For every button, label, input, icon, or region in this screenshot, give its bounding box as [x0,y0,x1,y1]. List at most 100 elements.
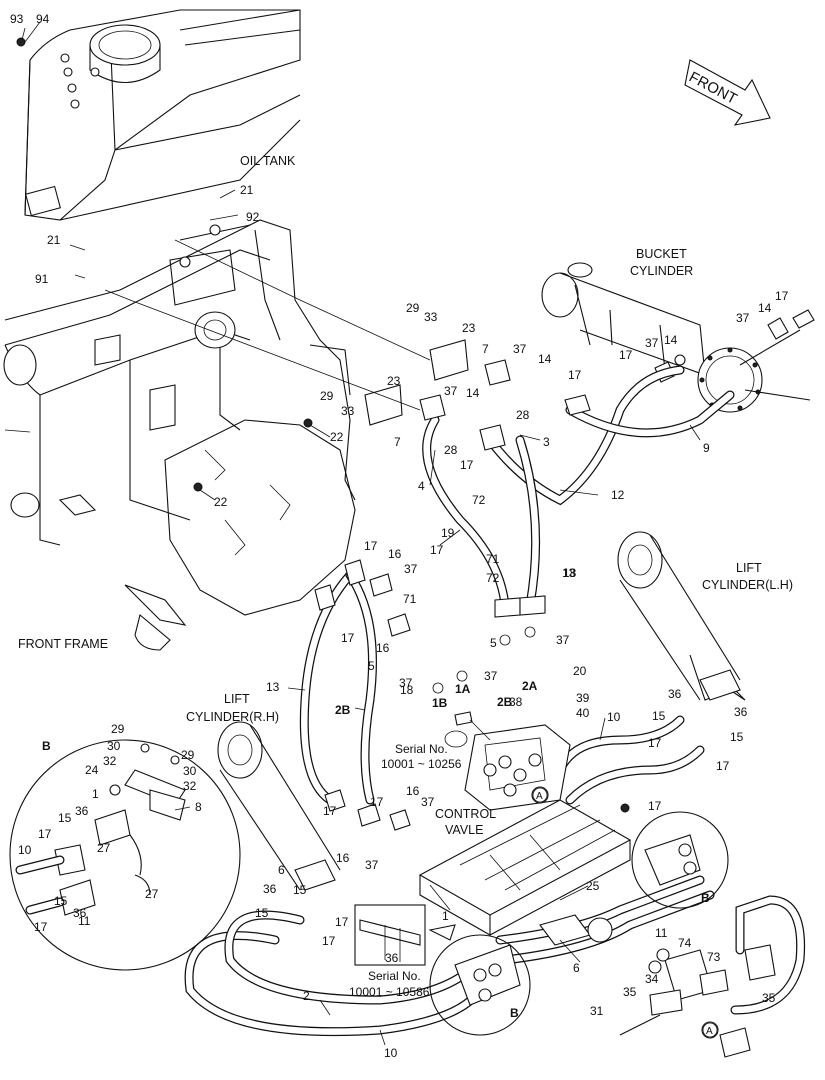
part-number-label: 36 [385,951,399,965]
oil-tank [16,9,301,221]
part-number-label: 93 [10,12,24,26]
part-number-label: 17 [322,934,336,948]
part-number-label: 36 [263,882,277,896]
part-number-label: 37 [645,336,659,350]
part-number-label: 35 [623,985,637,999]
part-number-label: 16 [376,641,390,655]
lift-cylinder-rh [217,721,341,891]
part-number-label: 10 [607,710,621,724]
part-number-label: 73 [707,950,721,964]
part-number-label: 16 [406,784,420,798]
part-number-label: 94 [36,12,50,26]
part-number-label: 7 [482,342,489,356]
part-number-label: 36 [73,906,87,920]
bucket-cylinder [541,262,815,413]
part-number-label: 37 [556,633,570,647]
part-number-label: 5 [368,659,375,673]
part-number-label: 16 [336,851,350,865]
part-number-label: 3 [543,435,550,449]
part-number-label: 15 [58,811,72,825]
part-number-label: 17 [568,368,582,382]
part-number-label: 17 [341,631,355,645]
part-number-label: 30 [107,739,121,753]
part-number-label: 37 [736,311,750,325]
part-number-label: 22 [214,495,228,509]
part-number-label: 92 [246,210,260,224]
part-number-label: 1 [442,909,449,923]
detail-ref-b: B [510,1006,519,1020]
part-number-label: 14 [466,386,480,400]
front-frame [3,219,356,651]
serial-bracket-line1: Serial No. [368,969,421,983]
control-valve-caption-line1: CONTROL [435,807,496,821]
part-number-label: 36 [734,705,748,719]
cross-member [418,799,632,946]
part-number-label: 37 [399,676,413,690]
part-number-label: 71 [486,552,500,566]
part-number-label: 34 [645,972,659,986]
part-number-label: 5 [490,636,497,650]
detail-ref-b: B [42,739,51,753]
part-number-label: 4 [418,479,425,493]
part-number-label: 32 [183,779,197,793]
part-number-label: 17 [430,543,444,557]
part-number-label: 37 [404,562,418,576]
lift-cylinder-lh-caption-line2: CYLINDER(L.H) [702,578,793,592]
part-number-label: 72 [486,571,500,585]
serial-cv-line1: Serial No. [395,742,448,756]
part-number-label: 10 [384,1046,398,1060]
part-number-label: 37 [365,858,379,872]
port-label: 1B [432,696,448,710]
fittings [314,339,591,831]
part-number-label: 12 [611,488,625,502]
serial-cv-line2: 10001 ~ 10256 [381,757,462,771]
part-number-label: 74 [678,936,692,950]
part-number-label: 17 [460,458,474,472]
part-number-label: 21 [240,183,254,197]
part-number-label: 33 [341,404,355,418]
port-label: 2A [522,679,538,693]
part-number-label: 14 [758,301,772,315]
detail-refs: B B B A A [42,739,718,1038]
part-number-label: 21 [47,233,61,247]
part-number-label: 17 [364,539,378,553]
detail-ref-a: A [706,1026,713,1037]
bracket-inset [354,904,456,966]
part-number-label: 28 [516,408,530,422]
part-number-label: 29 [320,389,334,403]
part-number-label: 17 [619,348,633,362]
part-number-label: 17 [335,915,349,929]
part-number-label: 17 [38,827,52,841]
front-frame-caption: FRONT FRAME [18,637,108,651]
lift-cylinder-rh-caption-line2: CYLINDER(R.H) [186,710,279,724]
part-number-label: 11 [78,914,91,928]
part-number-label: 27 [97,841,111,855]
part-number-label: 38 [509,695,523,709]
detail-b-center [429,934,531,1036]
bucket-cylinder-caption-line2: CYLINDER [630,264,693,278]
part-number-label: 37 [444,384,458,398]
part-number-label: 10 [18,843,32,857]
part-number-label: 37 [513,342,527,356]
part-number-label: 25 [586,879,600,893]
part-number-label: 15 [293,883,307,897]
serial-bracket-line2: 10001 ~ 10586 [349,985,430,999]
detail-b-left [9,739,241,971]
part-number-label: 28 [444,443,458,457]
part-number-label: 29 [111,722,125,736]
part-number-label: 71 [403,592,417,606]
part-number-label: 7 [394,435,401,449]
front-arrow: FRONT [684,59,771,126]
part-number-label: 2B [335,703,351,717]
part-number-label: 32 [103,754,117,768]
part-number-label: 30 [183,764,197,778]
part-number-label: 18 [400,683,414,697]
part-number-label: 6 [278,863,285,877]
part-number-label: 17 [648,799,662,813]
part-number-label: 27 [145,887,159,901]
part-number-label: 17 [716,759,730,773]
part-number-label: 29 [181,748,195,762]
part-number-label: 13 [266,680,280,694]
